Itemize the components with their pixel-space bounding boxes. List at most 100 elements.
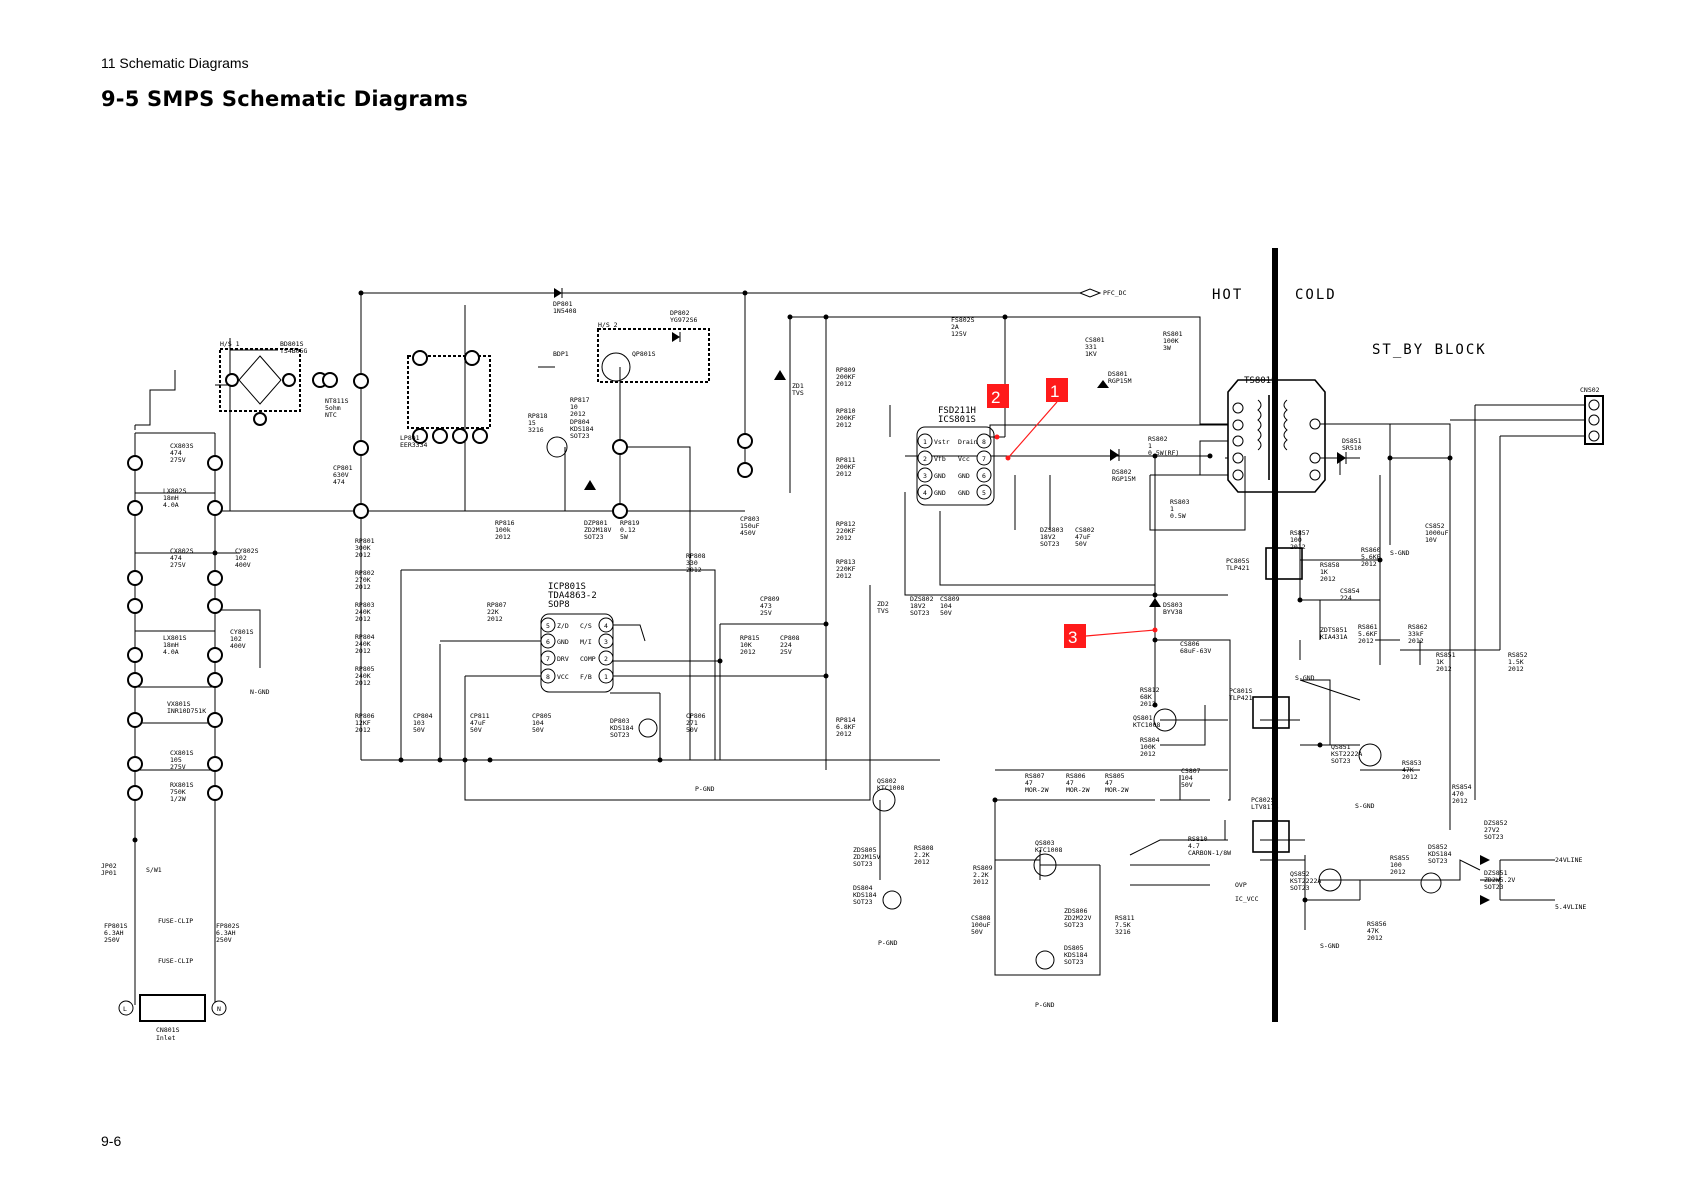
ic-pins bbox=[540, 399, 1600, 684]
ac-inlet-cn801s bbox=[118, 994, 227, 1022]
net-labels: PFC_DC OVP IC_VCC 24VLINE 5.4VLINE P-GND… bbox=[250, 289, 1586, 1009]
terminals bbox=[127, 350, 753, 801]
pfc-ic-icp801s bbox=[540, 613, 614, 693]
net-pgnd-1: P-GND bbox=[695, 785, 715, 793]
pfc-inductor-outline bbox=[407, 355, 491, 429]
ic-pin-name: Vfb bbox=[934, 455, 946, 463]
component-label-qp801: QP801S bbox=[632, 350, 656, 358]
bridge-rectifier bbox=[225, 355, 296, 426]
standby-block-label: ST_BY BLOCK bbox=[1372, 342, 1487, 358]
svg-text:2: 2 bbox=[991, 388, 1000, 407]
inlet-name: Inlet bbox=[156, 1034, 176, 1042]
ic-pin-name: GND bbox=[958, 489, 970, 497]
ic-pin-number: 4 bbox=[604, 622, 608, 630]
ic-pin-name: GND bbox=[557, 638, 569, 646]
component-label-fuseclip1: FUSE-CLIP bbox=[158, 917, 193, 925]
ic-pin-name: DRV bbox=[557, 655, 569, 663]
pfc-ic-ref: ICP801S bbox=[548, 582, 586, 592]
ic-pin-name: GND bbox=[934, 489, 946, 497]
inlet-ref: CN801S bbox=[156, 1026, 180, 1034]
component-label-bdp1: BDP1 bbox=[553, 350, 569, 358]
output-connector-ref: CNS02 bbox=[1580, 386, 1600, 394]
net-pgnd-2: P-GND bbox=[878, 939, 898, 947]
ic-pin-name: C/S bbox=[580, 622, 592, 630]
ic-pin-name: GND bbox=[958, 472, 970, 480]
ic-pin-name: Vcc bbox=[958, 455, 970, 463]
ic-pin-number: 8 bbox=[982, 438, 986, 446]
ic-pin-number: 4 bbox=[923, 489, 927, 497]
cold-label: COLD bbox=[1295, 287, 1337, 303]
inlet-l-label: L bbox=[123, 1005, 127, 1013]
net-ic-vcc: IC_VCC bbox=[1235, 895, 1259, 903]
net-sgnd-1: S-GND bbox=[1390, 549, 1410, 557]
component-label-sw: S/W1 bbox=[146, 866, 162, 874]
ic-pin-name: COMP bbox=[580, 655, 596, 663]
net-pfc-dc: PFC_DC bbox=[1103, 289, 1127, 297]
ic-pin-number: 7 bbox=[546, 655, 550, 663]
ic-pin-name: M/I bbox=[580, 638, 592, 646]
svg-text:1: 1 bbox=[1050, 382, 1059, 401]
